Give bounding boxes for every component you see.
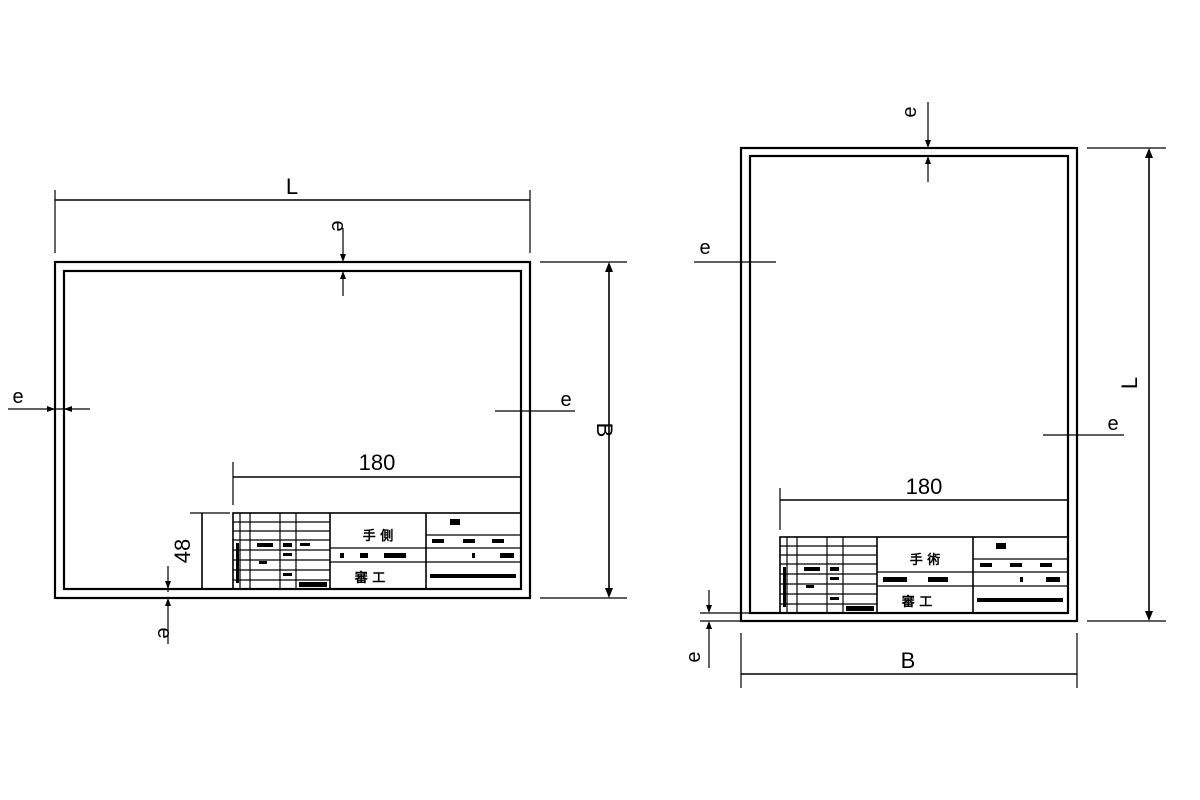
landscape-right-margin-dimension: e (495, 389, 575, 412)
landscape-top-margin-label: e (327, 220, 349, 231)
portrait-left-margin-dimension: e (694, 237, 776, 263)
portrait-left-margin-label: e (699, 237, 710, 259)
landscape-title-block-height-dimension: 48 (170, 512, 230, 590)
landscape-outer-border (53, 260, 532, 600)
landscape-bottom-margin-dimension: e (153, 566, 175, 644)
portrait-right-margin-label: e (1107, 413, 1118, 435)
portrait-title-block: 手 術 審 工 (779, 536, 1069, 614)
landscape-bottom-margin-label: e (153, 627, 175, 638)
portrait-inner-frame (748, 154, 1070, 615)
landscape-left-margin-label: e (12, 386, 23, 408)
portrait-bottom-margin-label: e (683, 651, 705, 662)
landscape-width-dimension: B (540, 261, 627, 599)
landscape-title-block-main-text: 手 側 (363, 528, 394, 544)
portrait-title-block-main-text: 手 術 (910, 552, 941, 568)
portrait-right-margin-dimension: e (1043, 413, 1124, 436)
portrait-bottom-margin-dimension: e (683, 590, 750, 668)
landscape-title-block-height-label: 48 (170, 539, 195, 563)
portrait-length-label: L (1117, 377, 1142, 389)
portrait-outer-border (739, 146, 1079, 623)
landscape-top-margin-dimension: e (327, 220, 349, 296)
landscape-sheet: L B e e e (8, 174, 627, 644)
portrait-top-margin-dimension: e (899, 102, 931, 182)
portrait-title-block-width-label: 180 (906, 474, 943, 499)
landscape-width-label: B (592, 423, 617, 438)
landscape-length-dimension: L (54, 174, 531, 253)
landscape-title-block: 手 側 審 工 (232, 512, 522, 590)
portrait-sheet: L B e e e (683, 102, 1166, 688)
landscape-title-block-width-dimension: 180 (232, 450, 521, 505)
landscape-title-block-sub-text: 審 工 (354, 570, 386, 586)
landscape-left-margin-dimension: e (8, 386, 90, 412)
landscape-inner-frame (62, 269, 523, 591)
portrait-length-dimension: L (1087, 147, 1166, 622)
portrait-width-label: B (901, 648, 916, 673)
landscape-length-label: L (286, 174, 298, 199)
portrait-top-margin-label: e (899, 106, 921, 117)
portrait-width-dimension: B (740, 633, 1078, 688)
portrait-title-block-width-dimension: 180 (779, 474, 1068, 530)
landscape-title-block-width-label: 180 (359, 450, 396, 475)
portrait-title-block-sub-text: 審 工 (901, 594, 933, 610)
landscape-right-margin-label: e (560, 389, 571, 411)
